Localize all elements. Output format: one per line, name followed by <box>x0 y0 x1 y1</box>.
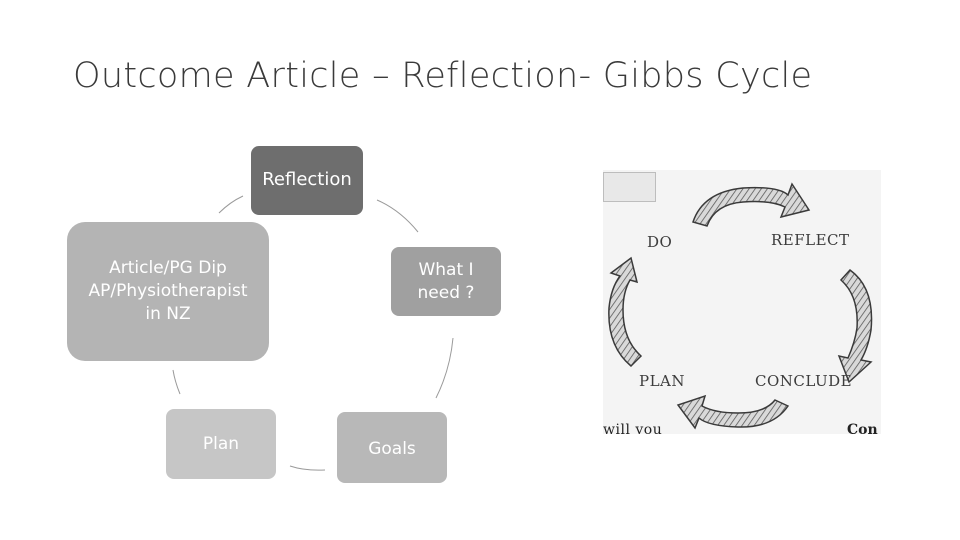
cycle-node-article: Article/PG Dip AP/Physiotherapist in NZ <box>67 222 269 361</box>
connector-whatineed-goals <box>435 337 454 399</box>
cycle-arrows <box>608 182 873 430</box>
cycle-node-article-line-1: Article/PG Dip <box>109 258 227 278</box>
cycle-node-what-i-need: What I need ? <box>391 247 501 316</box>
label-plan: PLAN <box>639 372 686 390</box>
slide-title: Outcome Article – Reflection- Gibbs Cycl… <box>73 56 813 96</box>
cycle-node-reflection-label: Reflection <box>262 169 352 190</box>
image-tab-fragment <box>603 172 656 202</box>
cropped-text-left: will you <box>603 422 663 434</box>
connector-goals-plan <box>289 465 326 471</box>
cycle-node-goals-label: Goals <box>368 439 416 459</box>
arrow-right-icon <box>837 268 873 384</box>
arrow-top-icon <box>692 182 811 227</box>
arrow-bottom-icon <box>676 394 790 430</box>
arrow-left-icon <box>608 256 643 368</box>
cycle-node-plan-label: Plan <box>202 434 240 454</box>
cycle-node-reflection: Reflection <box>251 146 363 215</box>
connector-reflection-whatineed <box>376 199 419 233</box>
cycle-node-goals: Goals <box>337 412 447 483</box>
cycle-node-what-i-need-line-1: What I <box>418 259 474 280</box>
label-do: DO <box>647 233 673 251</box>
label-conclude: CONCLUDE <box>755 372 853 390</box>
connector-article-reflection <box>218 195 244 214</box>
cycle-node-article-line-2: AP/Physiotherapist <box>88 281 248 301</box>
label-reflect: REFLECT <box>771 231 850 249</box>
cropped-text-right: Con <box>847 422 878 434</box>
cycle-node-plan: Plan <box>166 409 276 479</box>
gibbs-cycle-image: DO REFLECT PLAN CONCLUDE will you Con <box>603 170 881 434</box>
cycle-node-what-i-need-line-2: need ? <box>417 282 475 303</box>
connector-plan-article <box>172 369 181 395</box>
cycle-node-article-line-3: in NZ <box>145 304 191 324</box>
